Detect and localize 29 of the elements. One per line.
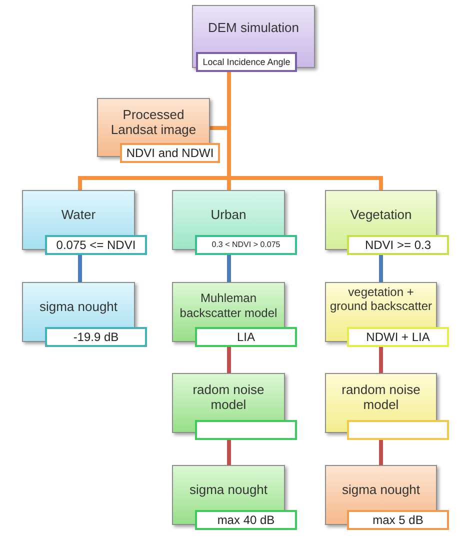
value-tag: 0.075 <= NDVI [45,235,147,255]
value-tag: 0.3 < NDVI > 0.075 [195,235,297,255]
value-tag: Local Incidence Angle [196,52,297,72]
connector-line [227,255,231,282]
box-label: Water [60,207,97,222]
connector-line [227,347,231,373]
value-tag: NDVI and NDWI [120,143,220,163]
connector-line [379,440,383,465]
value-tag: LIA [195,327,297,347]
box-label: Processed Landsat image [110,107,198,137]
box-label: sigma nought [38,299,119,314]
box-label: DEM simulation [206,20,300,35]
connector-line [227,440,231,465]
box-label: sigma nought [340,482,422,497]
box-label: Vegetation [349,207,413,222]
box-label: sigma nought [188,482,269,497]
connector-line [379,255,383,282]
box-label: random noise model [340,382,422,412]
value-tag: NDVI >= 0.3 [347,235,449,255]
value-tag: max 5 dB [347,510,449,530]
box-label: radom noise model [192,382,266,412]
connector-line [78,255,82,282]
value-tag: NDWI + LIA [347,327,449,347]
box-label: Muhleman backscatter model [178,291,278,321]
connector-line [379,347,383,373]
box-label: Urban [210,207,248,222]
value-tag: max 40 dB [195,510,297,530]
box-label: vegetation + ground backscatter [328,285,434,313]
value-tag: -19.9 dB [45,327,147,347]
